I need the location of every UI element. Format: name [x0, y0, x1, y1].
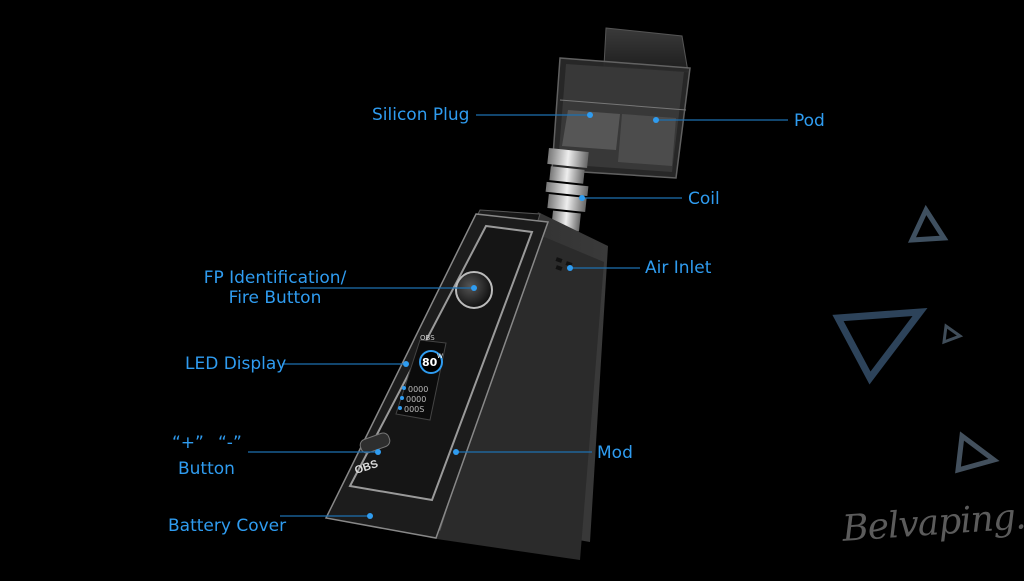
decor-triangles [832, 204, 1000, 474]
label-led-display: LED Display [185, 354, 287, 374]
leader-lines [248, 112, 788, 519]
screen-row1: 0000 [408, 385, 428, 394]
screen-row3: 000S [404, 405, 424, 414]
label-fp-line1: FP Identification/ [203, 268, 347, 288]
mod-illustration [324, 209, 608, 560]
label-silicon-plug: Silicon Plug [372, 105, 470, 125]
label-button: Button [178, 459, 235, 479]
screen-brand: OBS [420, 334, 435, 342]
coil-illustration [545, 147, 589, 232]
label-coil: Coil [688, 189, 720, 209]
label-plus: “+” [172, 433, 204, 453]
label-fp-line2: Fire Button [228, 288, 322, 308]
screen-unit: W [437, 353, 443, 360]
label-pod: Pod [794, 111, 825, 131]
label-fp-button: FP Identification/ Fire Button [200, 268, 350, 308]
screen-value: 80 [422, 356, 438, 369]
screen-content: OBS 80 W 0000 0000 000S [398, 334, 443, 414]
triangle-decor-2 [832, 307, 928, 385]
screen-row2: 0000 [406, 395, 426, 404]
triangle-decor-3 [942, 323, 964, 345]
triangle-decor-4 [955, 431, 1000, 474]
label-air-inlet: Air Inlet [645, 258, 712, 278]
label-battery-cover: Battery Cover [168, 516, 287, 536]
triangle-decor-1 [907, 204, 949, 243]
label-mod: Mod [597, 443, 633, 463]
pod-illustration [551, 27, 691, 179]
label-minus: “-” [218, 433, 242, 453]
